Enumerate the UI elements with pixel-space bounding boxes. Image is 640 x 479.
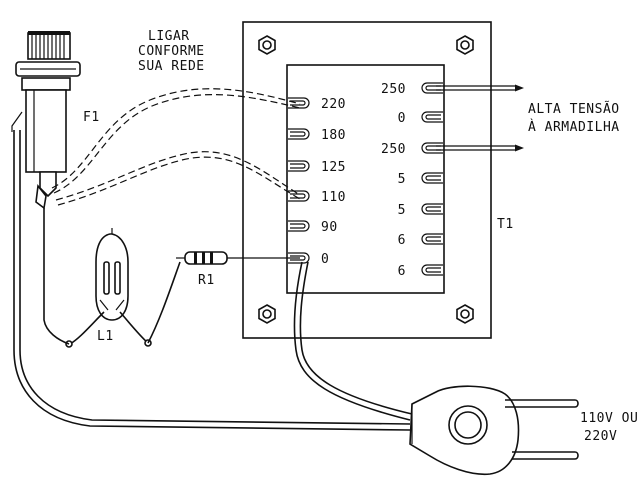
- mains-label-line1: 110V OU: [580, 411, 638, 426]
- secondary-tap-lugs: [421, 82, 443, 276]
- lamp-label: L1: [97, 329, 114, 344]
- neon-lamp-l1: [95, 228, 129, 321]
- primary-tap-180: 180: [321, 128, 346, 143]
- primary-tap-220: 220: [321, 97, 346, 112]
- plug-pins: [505, 399, 579, 460]
- selector-jumper-wires: [51, 88, 301, 206]
- secondary-tap-labels: 250 0 250 5 5 6 6: [381, 82, 406, 279]
- mains-label-line2: 220V: [584, 429, 617, 444]
- note-line3: SUA REDE: [138, 59, 205, 74]
- output-label-line2: À ARMADILHA: [528, 119, 620, 135]
- secondary-tap-0: 0: [398, 111, 406, 126]
- mounting-screw-bottom-left: [258, 304, 276, 324]
- primary-tap-110: 110: [321, 190, 346, 205]
- primary-tap-125: 125: [321, 160, 346, 175]
- secondary-tap-6-a: 6: [398, 233, 406, 248]
- mounting-screw-top-right: [456, 35, 474, 55]
- mains-cord: [13, 130, 413, 431]
- lamp-lead-right: [119, 311, 149, 344]
- transformer-label: T1: [497, 217, 514, 232]
- mounting-screw-top-left: [258, 35, 276, 55]
- note-line1: LIGAR: [148, 29, 190, 44]
- secondary-tap-5-b: 5: [398, 203, 406, 218]
- transformer-t1: [242, 21, 492, 339]
- secondary-tap-5-a: 5: [398, 172, 406, 187]
- secondary-tap-6-b: 6: [398, 264, 406, 279]
- secondary-tap-250-a: 250: [381, 82, 406, 97]
- output-label-line1: ALTA TENSÃO: [528, 101, 620, 117]
- primary-tap-90: 90: [321, 220, 338, 235]
- note-line2: CONFORME: [138, 44, 205, 59]
- wire-fuse-to-lamp: [43, 208, 70, 345]
- wire-lamp-to-resistor: [147, 261, 181, 344]
- mains-plug: [409, 385, 579, 476]
- fuse-label: F1: [83, 110, 100, 125]
- primary-tap-lugs: [288, 97, 310, 264]
- mounting-screw-bottom-right: [456, 304, 474, 324]
- resistor-label: R1: [198, 273, 215, 288]
- fuse-holder-f1: [11, 31, 81, 210]
- lamp-lead-left: [69, 311, 105, 345]
- high-voltage-output-wires: [436, 84, 524, 152]
- primary-tap-labels: 220 180 125 110 90 0: [321, 97, 346, 267]
- secondary-tap-250-b: 250: [381, 142, 406, 157]
- primary-tap-0: 0: [321, 252, 329, 267]
- resistor-r1: [176, 251, 300, 265]
